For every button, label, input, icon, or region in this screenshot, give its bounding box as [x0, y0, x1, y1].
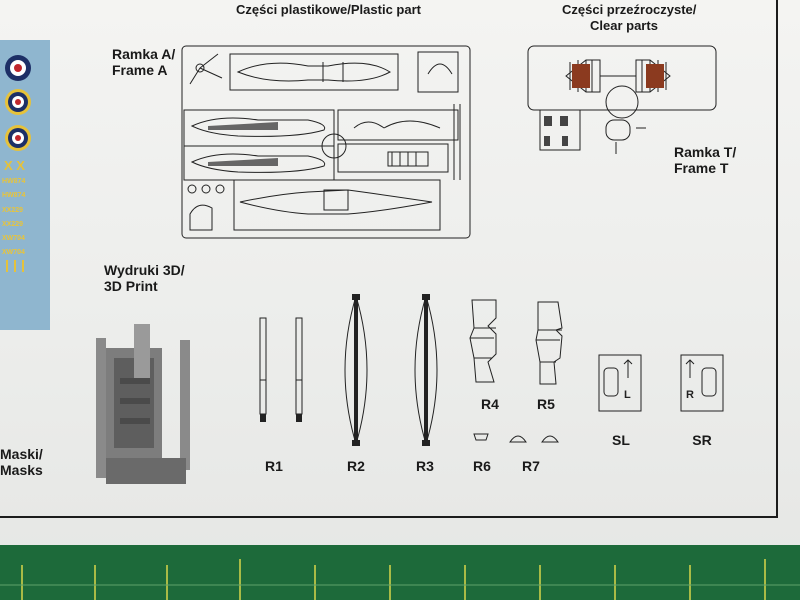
- frame-a-sprue: [181, 45, 471, 239]
- masks-label: Maski/: [0, 446, 43, 462]
- mask-sl-letter: L: [624, 389, 631, 401]
- part-r1-drawing: [259, 317, 303, 422]
- svg-text:X X: X X: [4, 158, 25, 173]
- mask-sr-drawing: R: [680, 354, 724, 412]
- part-r6-r7-drawing: [473, 433, 559, 443]
- part-label-sl: SL: [612, 432, 630, 448]
- part-label-r7: R7: [522, 458, 540, 474]
- frame-a-label-en: Frame A: [112, 62, 168, 78]
- plastic-part-heading: Części plastikowe/Plastic part: [236, 2, 421, 17]
- clear-parts-heading: Części przeźroczyste/: [562, 2, 697, 17]
- print-3d-seat-photo: [96, 324, 190, 484]
- frame-t-label: Ramka T/: [674, 144, 737, 160]
- part-label-r4: R4: [481, 396, 499, 412]
- mask-sr-letter: R: [686, 389, 694, 401]
- part-r5-drawing: [535, 301, 563, 385]
- frame-t-sprue: [527, 45, 717, 154]
- frame-t-label-en: Frame T: [674, 160, 729, 176]
- decal-serial: HW874: [2, 178, 26, 185]
- part-label-r3: R3: [416, 458, 434, 474]
- masks-label-en: Masks: [0, 462, 43, 478]
- part-label-r6: R6: [473, 458, 491, 474]
- mask-sl-drawing: L: [598, 354, 642, 412]
- part-r3-drawing: [414, 294, 438, 446]
- part-label-r1: R1: [265, 458, 283, 474]
- clear-parts-heading-en: Clear parts: [590, 18, 658, 33]
- frame-a-label: Ramka A/: [112, 46, 176, 62]
- decal-sheet-edge: X X HW874 HW874 XX229 XX229 XW704 XW704: [0, 40, 50, 330]
- part-r4-drawing: [469, 299, 497, 383]
- decal-serial: XW704: [2, 249, 25, 256]
- decal-serial: XW704: [2, 235, 25, 242]
- page-border-bottom: [0, 516, 778, 518]
- instruction-sheet: X X HW874 HW874 XX229 XX229 XW704 XW704 …: [0, 0, 800, 560]
- page-border-right: [776, 0, 778, 518]
- cutting-mat-grid: [0, 559, 800, 600]
- part-label-r5: R5: [537, 396, 555, 412]
- decal-serial: HW874: [2, 192, 26, 199]
- decal-roundels: X X: [4, 55, 31, 272]
- print-3d-label: Wydruki 3D/: [104, 262, 185, 278]
- print-3d-label-en: 3D Print: [104, 278, 158, 294]
- decal-serial: XX229: [2, 207, 24, 214]
- decal-serial: XX229: [2, 221, 24, 228]
- part-r2-drawing: [344, 294, 368, 446]
- cutting-mat: [0, 545, 800, 600]
- part-label-sr: SR: [692, 432, 712, 448]
- part-label-r2: R2: [347, 458, 365, 474]
